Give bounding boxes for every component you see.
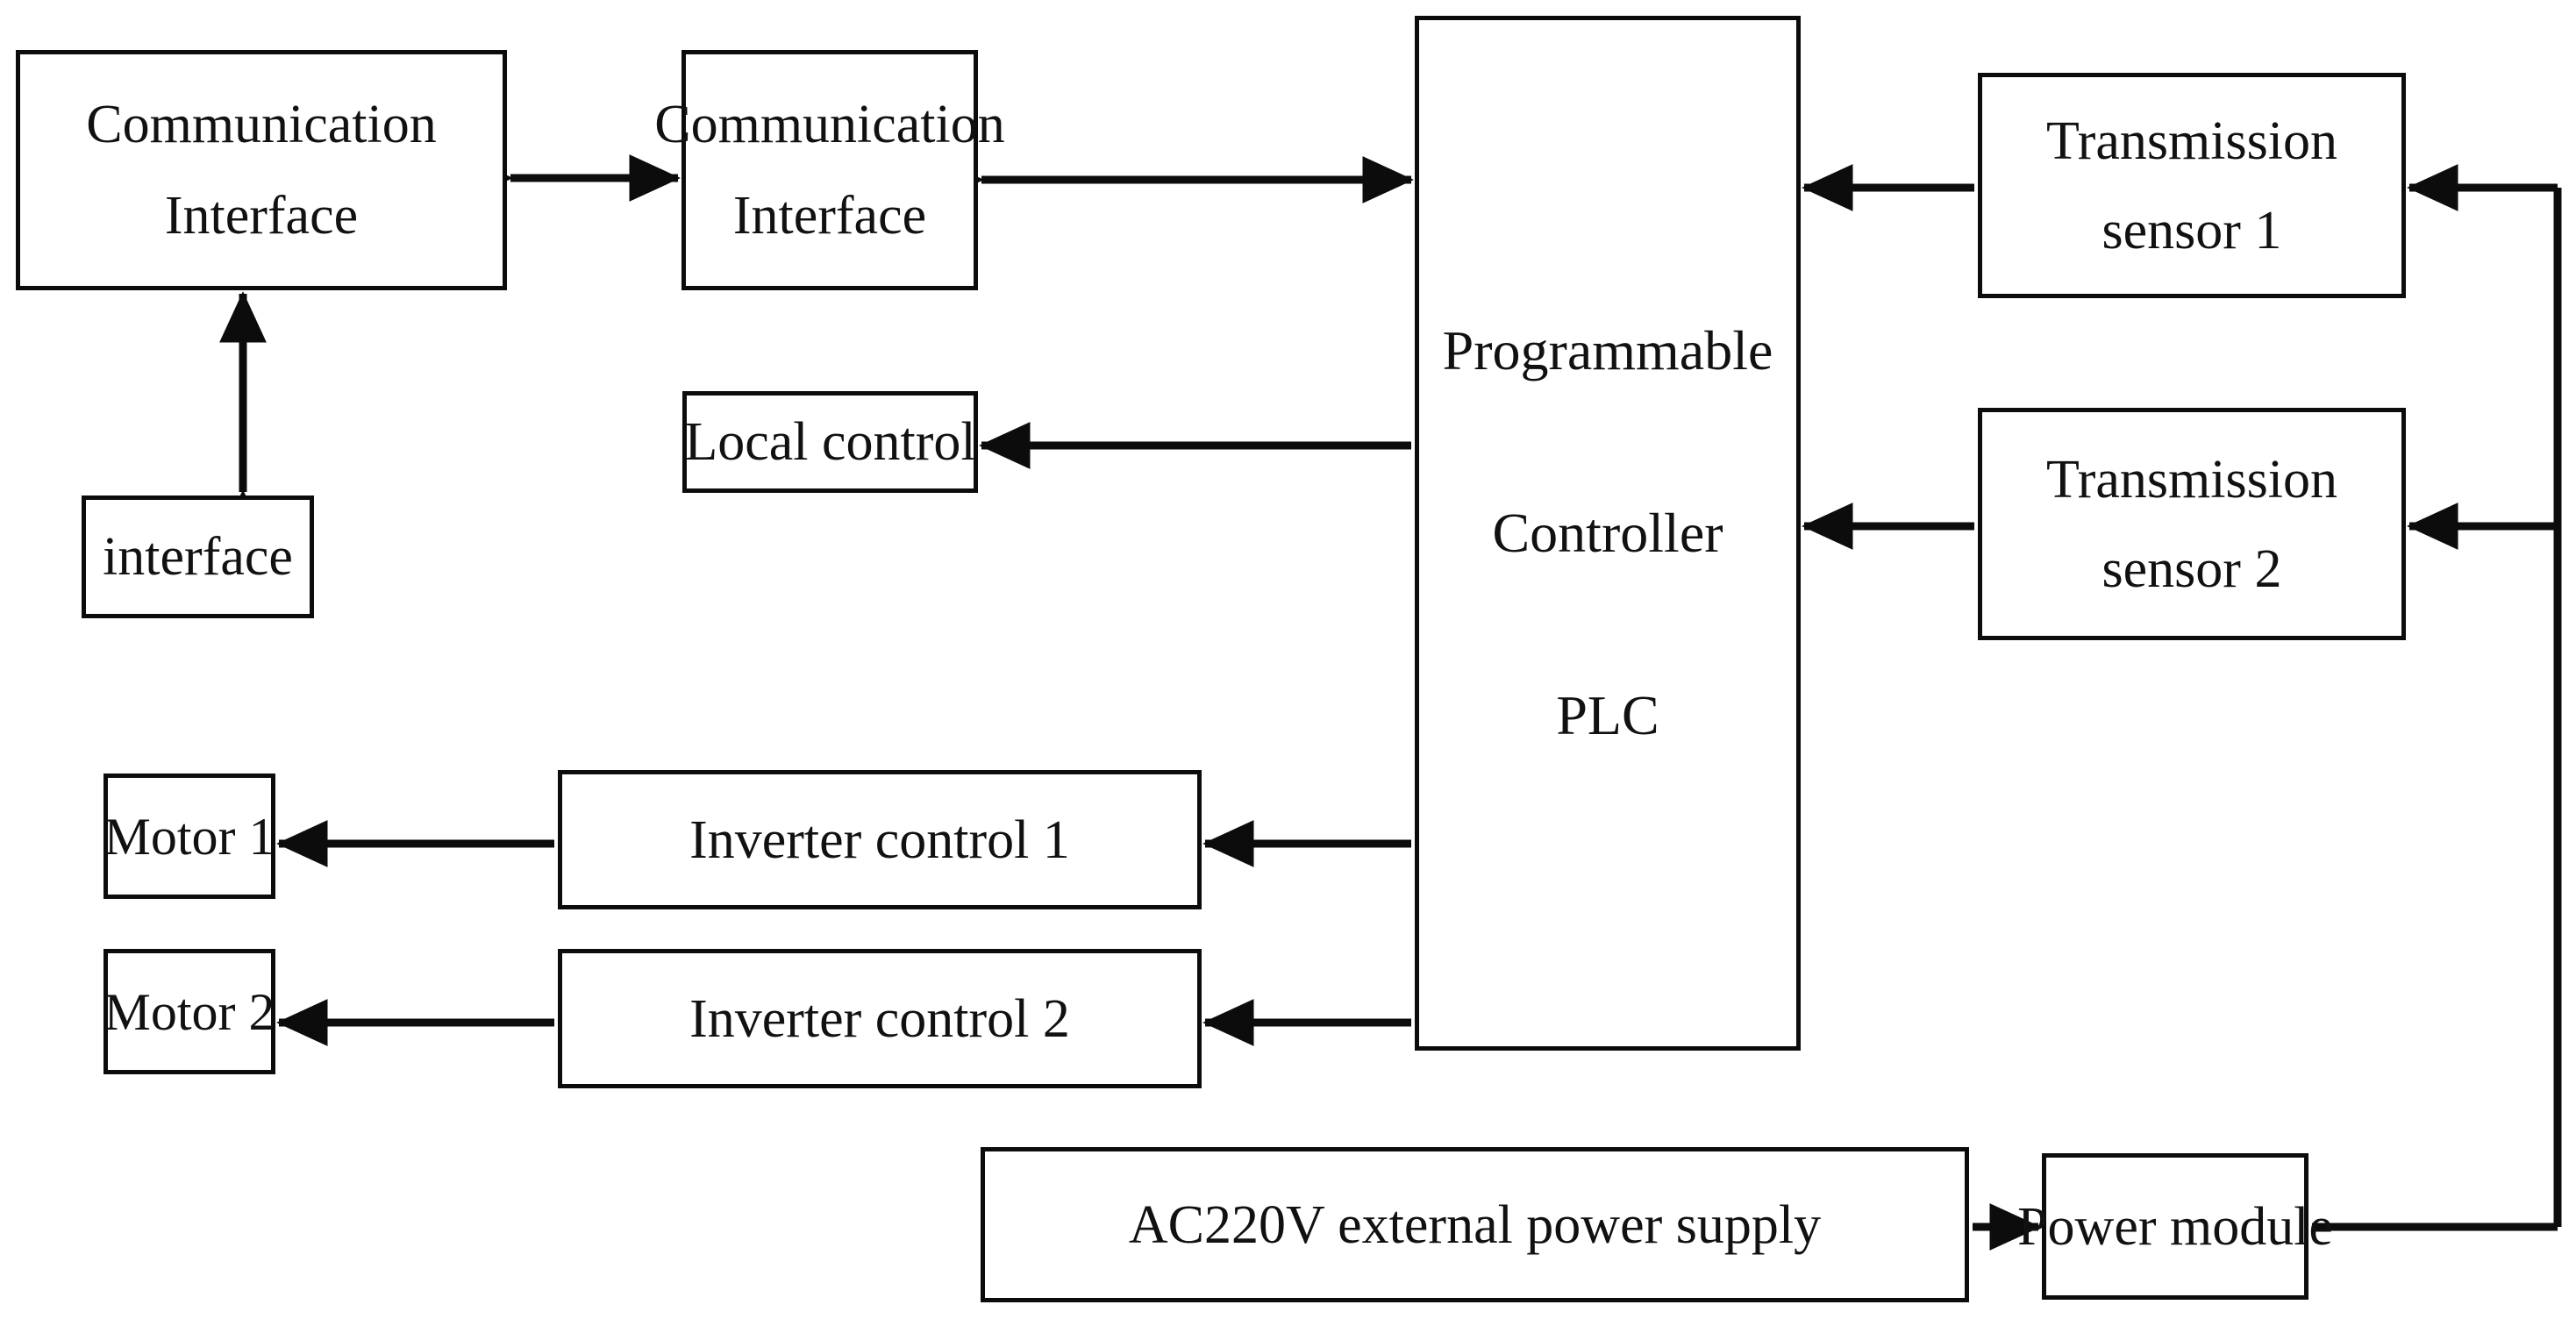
block-label-line: Motor 2 [103,982,275,1041]
block-label-line: Power module [2017,1196,2333,1257]
block-label-line: Interface [164,186,359,246]
block-ac220v-external-power-supply[interactable]: AC220V external power supply [981,1147,1969,1302]
block-label-line: Communication [86,95,437,154]
block-label-line: sensor 1 [2101,200,2282,260]
block-label-line: Local control [684,412,976,472]
block-label-line: interface [103,527,293,587]
block-label-line: sensor 2 [2101,538,2282,599]
block-communication-interface-remote[interactable]: Communication Interface [16,50,507,290]
block-label-line: Transmission [2046,449,2337,510]
block-motor-2[interactable]: Motor 2 [103,949,275,1074]
block-inverter-control-1[interactable]: Inverter control 1 [558,770,1202,909]
block-communication-interface-local[interactable]: Communication Interface [654,50,1005,290]
block-transmission-sensor-1[interactable]: Transmission sensor 1 [1978,73,2406,298]
block-power-module[interactable]: Power module [2017,1153,2333,1300]
block-programmable-controller-plc[interactable]: Programmable Controller PLC [1415,16,1801,1051]
block-motor-1[interactable]: Motor 1 [103,774,275,899]
block-label-line: PLC [1556,684,1659,746]
block-label-line: Programmable [1442,319,1773,381]
block-label-line: Transmission [2046,110,2337,171]
block-label-line: Motor 1 [103,807,275,866]
block-label-line: Communication [654,95,1005,154]
block-label-line: Interface [732,186,927,246]
block-inverter-control-2[interactable]: Inverter control 2 [558,949,1202,1088]
block-label-line: Inverter control 2 [689,988,1070,1049]
block-local-control[interactable]: Local control [682,391,978,493]
block-transmission-sensor-2[interactable]: Transmission sensor 2 [1978,408,2406,640]
block-label-line: Controller [1492,502,1723,564]
block-label-line: AC220V external power supply [1128,1194,1822,1255]
block-label-line: Inverter control 1 [689,809,1070,870]
block-interface[interactable]: interface [82,495,314,618]
